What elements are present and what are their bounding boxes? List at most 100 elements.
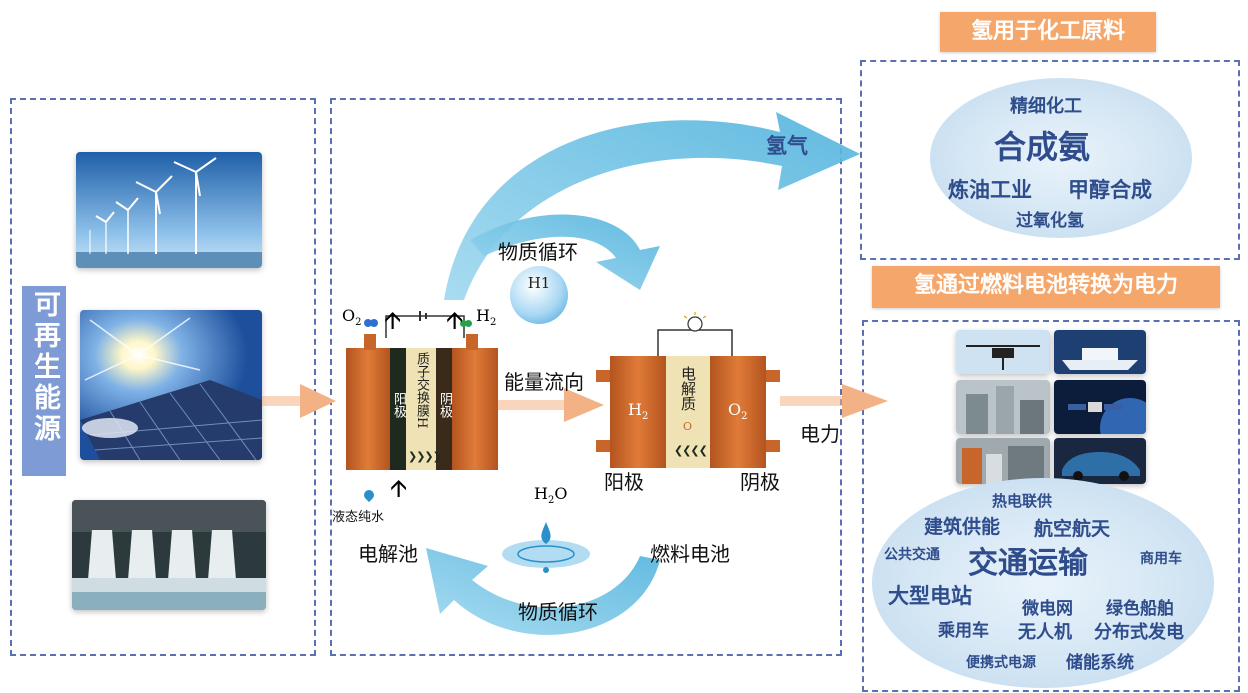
ion-chevrons: ❮❮❮❮ <box>674 444 708 457</box>
electrolyzer-cathode-label: 阴极 <box>437 392 452 418</box>
oxygen-output: O2 <box>342 306 362 328</box>
fuel-cell-left-port-top <box>596 370 610 382</box>
electrolyzer-caption: 电解池 <box>358 542 418 566</box>
cycle-arc-top <box>470 214 660 290</box>
chemical-use-tag: 氢用于化工原料 <box>940 12 1156 52</box>
water-splash-icon <box>500 512 592 580</box>
fuel-cell-left-port-bottom <box>596 440 610 452</box>
fuel-cell-right-port-top <box>766 370 780 382</box>
word-portable-power: 便携式电源 <box>966 655 1036 671</box>
electrolyzer-membrane <box>406 348 436 470</box>
hydrogen-drop-label: H1 <box>527 274 551 292</box>
chemical-panel <box>860 60 1240 260</box>
power-panel <box>862 320 1240 692</box>
word-transportation: 交通运输 <box>968 546 1088 581</box>
hydrogen-subscript: 2 <box>489 317 497 329</box>
fuel-cell-anode-label: 阳极 <box>604 470 644 494</box>
fuel-cell-oxygen: O2 <box>728 400 748 422</box>
hydrogen-molecule-icon <box>460 312 472 331</box>
fuel-cell-hydrogen: H2 <box>628 400 648 422</box>
hydrogen-up-arrow-icon: 🡩 <box>446 306 464 334</box>
oxygen-symbol: O <box>342 306 356 325</box>
solar-panel-photo <box>80 310 262 460</box>
oxygen-subscript: 2 <box>355 317 362 329</box>
fuel-cell-electrolyte <box>666 356 710 468</box>
word-commercial-vehicle: 商用车 <box>1140 551 1182 567</box>
word-ammonia-synthesis: 合成氨 <box>994 128 1091 166</box>
fuel-cell-oxygen-symbol: O <box>728 400 742 419</box>
proton-chevrons: ❯❯❯❯ <box>408 450 442 463</box>
drone-photo <box>956 330 1050 374</box>
water-symbol-o: O <box>554 484 568 503</box>
power-label: 电力 <box>800 422 840 446</box>
wind-turbine-photo <box>76 152 262 268</box>
fuel-cell-car-photo <box>1054 438 1146 484</box>
fuel-cell-caption: 燃料电池 <box>650 542 730 566</box>
word-large-power-station: 大型电站 <box>888 584 972 608</box>
process-panel <box>330 98 842 656</box>
electrolyzer-membrane-label: 质子交换膜H <box>414 352 429 429</box>
word-methanol-synthesis: 甲醇合成 <box>1068 178 1152 202</box>
chemical-word-cloud <box>930 78 1192 238</box>
power-use-tag: 氢通过燃料电池转换为电力 <box>872 266 1220 308</box>
hydrogen-drop-icon: H1 <box>510 266 568 324</box>
power-plant-photo <box>956 380 1050 434</box>
hydrogen-output: H2 <box>476 306 496 328</box>
material-cycle-bottom-label: 物质循环 <box>518 600 598 624</box>
ship-photo <box>1054 330 1146 374</box>
word-building-energy: 建筑供能 <box>924 516 1001 538</box>
oxygen-up-arrow-icon: 🡩 <box>384 306 402 334</box>
oxygen-molecule-icon <box>364 312 378 331</box>
energy-arrow-middle <box>498 388 604 422</box>
fuel-cell-right-chamber <box>710 356 766 468</box>
word-fine-chemical: 精细化工 <box>1010 96 1082 117</box>
hydrogen-arc-arrow <box>444 112 860 300</box>
fuel-cell-left-chamber <box>610 356 666 468</box>
word-drone: 无人机 <box>1018 622 1072 643</box>
electrolyzer: 阳极 质子交换膜H 阴极 ❯❯❯❯ <box>346 330 498 470</box>
renewable-energy-label: 可再生能源 <box>29 290 60 445</box>
water-input-up-arrow-icon: 🡩 <box>390 474 408 502</box>
energy-arrow-left <box>262 384 336 418</box>
energy-flow-label: 能量流向 <box>504 370 584 394</box>
word-hydrogen-peroxide: 过氧化氢 <box>1016 211 1084 231</box>
water-symbol-h: H <box>534 484 548 503</box>
industrial-plant-photo <box>956 438 1050 484</box>
satellite-photo <box>1054 380 1146 434</box>
power-arrow-right <box>780 384 888 418</box>
word-public-transport: 公共交通 <box>884 547 940 563</box>
electrolyzer-anode-label: 阳极 <box>391 392 406 418</box>
electrolyzer-wire <box>385 311 465 338</box>
fuel-cell-cathode-label: 阴极 <box>740 470 780 494</box>
word-aerospace: 航空航天 <box>1034 518 1111 540</box>
cycle-arc-bottom <box>426 548 660 635</box>
material-cycle-top-label: 物质循环 <box>498 240 578 264</box>
word-green-shipping: 绿色船舶 <box>1106 599 1174 619</box>
word-passenger-car: 乘用车 <box>938 621 989 641</box>
electrolyte-label: 电解质 <box>679 366 697 411</box>
fuel-cell-hydrogen-symbol: H <box>628 400 642 419</box>
renewable-panel <box>10 98 316 656</box>
fuel-cell: H2 电解质 O ❮❮❮❮ O2 <box>596 356 782 468</box>
water-subscript: 2 <box>547 495 555 507</box>
word-microgrid: 微电网 <box>1022 599 1073 619</box>
word-oil-refining: 炼油工业 <box>948 178 1032 202</box>
electrolyzer-anode <box>390 348 406 470</box>
electrolyzer-port-right <box>466 334 478 350</box>
hydrogen-symbol: H <box>476 306 490 325</box>
fuel-cell-hydrogen-subscript: 2 <box>641 411 649 423</box>
word-energy-storage: 储能系统 <box>1066 653 1134 673</box>
electrolyzer-port-left <box>364 334 376 350</box>
fuel-cell-right-port-bottom <box>766 440 780 452</box>
pure-water-label: 液态纯水 <box>332 510 385 525</box>
hydro-dam-photo <box>72 500 266 610</box>
fuel-cell-wire <box>657 312 733 360</box>
fuel-cell-oxygen-subscript: 2 <box>741 411 748 423</box>
electrolyzer-cathode <box>436 348 452 470</box>
word-distributed-generation: 分布式发电 <box>1094 622 1184 643</box>
power-word-cloud <box>872 478 1214 688</box>
renewable-energy-tag: 可再生能源 <box>22 286 66 476</box>
electrolyzer-left-chamber <box>346 348 390 470</box>
hydrogen-gas-label: 氢气 <box>766 134 808 158</box>
